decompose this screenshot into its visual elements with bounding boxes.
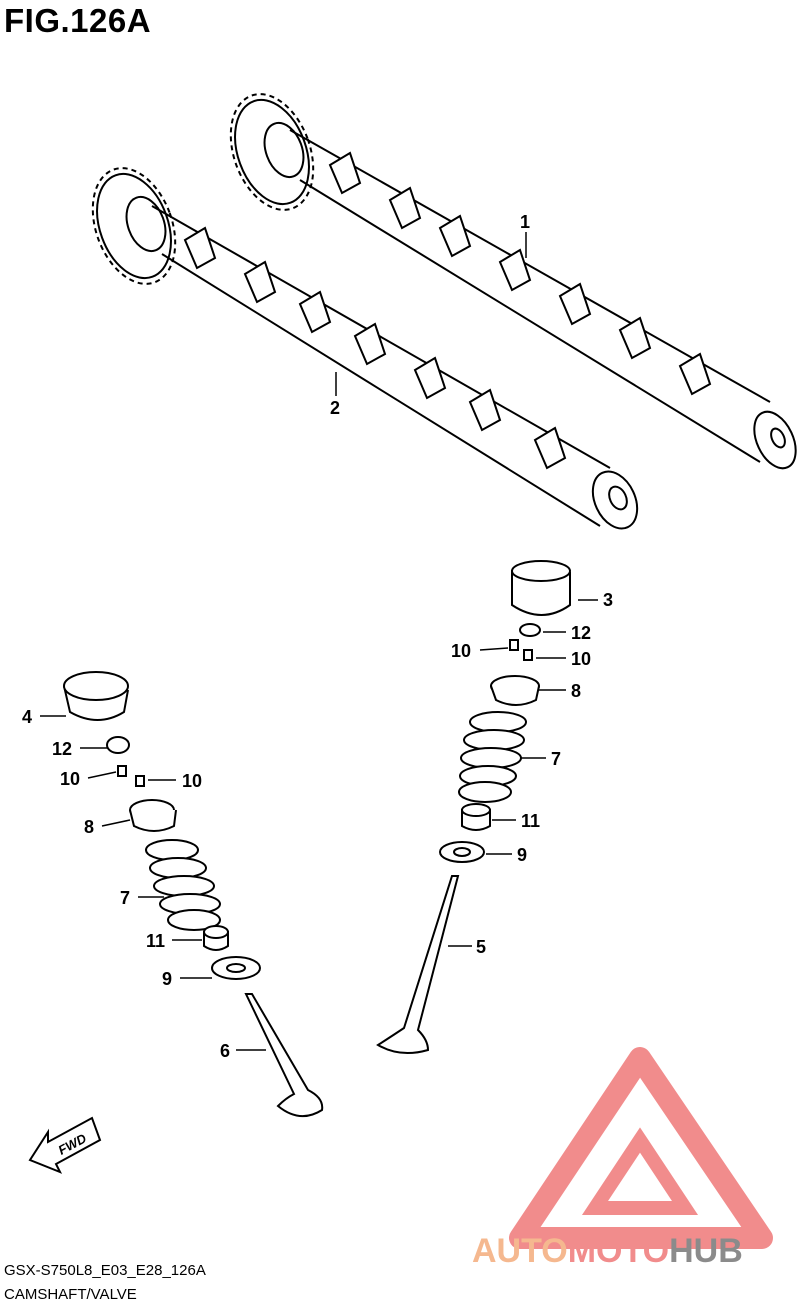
retainer-8-right (490, 685, 540, 706)
cotter-10-left-b (135, 775, 145, 787)
tappet-3-top (511, 560, 571, 582)
figure-title: FIG.126A (4, 2, 152, 39)
camshaft-2 (91, 167, 639, 530)
cotter-10-right-b (523, 649, 533, 661)
svg-text:AUTOMOTOHUB: AUTOMOTOHUB (472, 1232, 743, 1270)
callout-9-right: 9 (517, 845, 527, 865)
callout-10-right-a: 10 (451, 641, 471, 661)
callout-5: 5 (476, 937, 486, 957)
callout-12-left: 12 (52, 739, 72, 759)
callout-1: 1 (520, 212, 530, 232)
watermark-logo: AUTOMOTOHUB (472, 1047, 773, 1270)
fwd-arrow: FWD (28, 1116, 102, 1174)
callout-9-left: 9 (162, 969, 172, 989)
watermark-auto: AUTO (472, 1232, 568, 1270)
valve-assembly-left (63, 671, 324, 1117)
leader-lines (40, 232, 598, 1051)
callout-10-left-a: 10 (60, 769, 80, 789)
callout-4: 4 (22, 707, 32, 727)
callout-2: 2 (330, 398, 340, 418)
callout-12-right: 12 (571, 623, 591, 643)
callout-8-right: 8 (571, 681, 581, 701)
callout-10-right-b: 10 (571, 649, 591, 669)
spring-7-right (458, 711, 527, 803)
callout-11-right: 11 (521, 811, 540, 831)
watermark-moto: MOTO (568, 1232, 669, 1270)
shim-12-left (106, 736, 130, 754)
tappet-3 (511, 570, 571, 616)
callout-10-left-b: 10 (182, 771, 202, 791)
valve-6 (244, 993, 324, 1117)
retainer-8-left (129, 809, 177, 832)
cotter-10-left-a (117, 765, 127, 777)
shim-12-right (519, 623, 541, 637)
camshaft-1 (229, 93, 797, 470)
callout-6: 6 (220, 1041, 230, 1061)
figure-name: CAMSHAFT/VALVE (4, 1286, 137, 1303)
tappet-4-top (63, 671, 129, 701)
callout-8-left: 8 (84, 817, 94, 837)
callout-11-left: 11 (146, 931, 165, 951)
callout-3: 3 (603, 590, 613, 610)
callout-7-left: 7 (120, 888, 130, 908)
valve-assembly-right (376, 560, 571, 1055)
valve-5 (376, 875, 460, 1055)
spring-7-left (145, 839, 221, 931)
figure-code: GSX-S750L8_E03_E28_126A (4, 1262, 206, 1279)
callout-7-right: 7 (551, 749, 561, 769)
watermark-hub: HUB (669, 1232, 743, 1270)
cotter-10-right-a (509, 639, 519, 651)
callout-labels: 1 2 3 12 10 10 8 7 11 9 5 4 12 10 10 8 7… (22, 212, 613, 1061)
